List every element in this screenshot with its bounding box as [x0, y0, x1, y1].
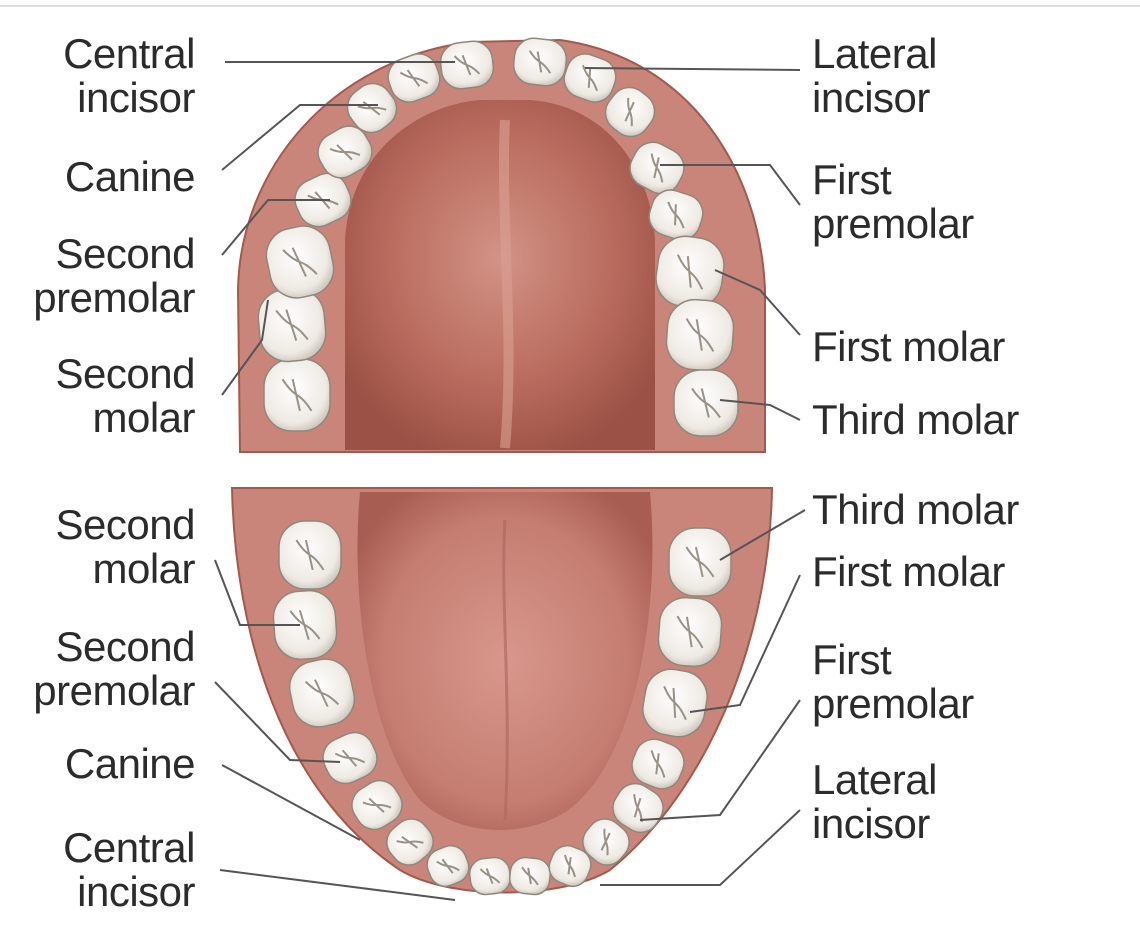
- label-line: Third molar: [812, 398, 1019, 442]
- label-upper-first-molar: First molar: [812, 325, 1005, 369]
- label-upper-second-premolar: Second premolar: [33, 232, 195, 320]
- label-line: incisor: [63, 76, 195, 120]
- label-line: First: [812, 638, 974, 682]
- label-line: Canine: [65, 155, 195, 199]
- label-line: Second: [33, 625, 195, 669]
- label-line: Third molar: [812, 488, 1019, 532]
- label-upper-central-incisor: Central incisor: [63, 32, 195, 120]
- label-upper-lateral-incisor: Lateral incisor: [812, 32, 937, 120]
- label-lower-first-premolar: First premolar: [812, 638, 974, 726]
- label-lower-second-premolar: Second premolar: [33, 625, 195, 713]
- label-line: Canine: [65, 742, 195, 786]
- label-line: Lateral: [812, 758, 937, 802]
- label-line: Central: [63, 32, 195, 76]
- label-line: molar: [56, 547, 195, 591]
- label-lower-first-molar: First molar: [812, 550, 1005, 594]
- label-line: premolar: [33, 669, 195, 713]
- label-upper-canine: Canine: [65, 155, 195, 199]
- label-line: First molar: [812, 325, 1005, 369]
- label-line: Central: [63, 826, 195, 870]
- label-line: incisor: [812, 76, 937, 120]
- upper-left-third-molar: [264, 359, 330, 431]
- label-upper-second-molar: Second molar: [56, 352, 195, 440]
- lower-right-central-incisor: [508, 856, 552, 896]
- label-line: incisor: [63, 870, 195, 914]
- label-line: Second: [56, 503, 195, 547]
- label-lower-third-molar: Third molar: [812, 488, 1019, 532]
- label-line: molar: [56, 396, 195, 440]
- label-line: premolar: [33, 276, 195, 320]
- label-line: Second: [56, 352, 195, 396]
- label-line: premolar: [812, 202, 974, 246]
- palatal-raphe: [504, 120, 509, 448]
- upper-right-second-molar: [665, 298, 736, 372]
- lower-right-second-molar: [657, 596, 724, 668]
- label-line: Second: [33, 232, 195, 276]
- lower-left-third-molar: [279, 521, 341, 589]
- label-line: incisor: [812, 802, 937, 846]
- label-lower-canine: Canine: [65, 742, 195, 786]
- lower-right-third-molar: [669, 528, 731, 596]
- arch-gap: [230, 455, 775, 485]
- lower-arch: [232, 488, 772, 896]
- lower-left-central-incisor: [468, 856, 512, 896]
- label-upper-third-molar: Third molar: [812, 398, 1019, 442]
- upper-arch: [238, 36, 765, 452]
- label-lower-second-molar: Second molar: [56, 503, 195, 591]
- upper-right-central-incisor: [512, 36, 569, 87]
- label-line: First molar: [812, 550, 1005, 594]
- upper-right-third-molar: [674, 370, 738, 436]
- label-line: premolar: [812, 682, 974, 726]
- label-line: Lateral: [812, 32, 937, 76]
- label-upper-first-premolar: First premolar: [812, 158, 974, 246]
- label-lower-central-incisor: Central incisor: [63, 826, 195, 914]
- upper-left-central-incisor: [439, 39, 496, 90]
- label-line: First: [812, 158, 974, 202]
- label-lower-lateral-incisor: Lateral incisor: [812, 758, 937, 846]
